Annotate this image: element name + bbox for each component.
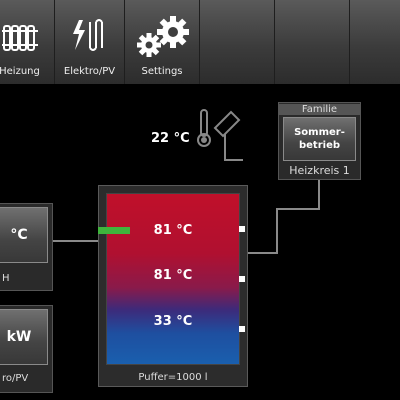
tab-heizung[interactable]: Heizung bbox=[0, 0, 55, 84]
gears-icon bbox=[137, 16, 189, 57]
tab-elektro-pv-label: Elektro/PV bbox=[63, 66, 116, 77]
pipe-left bbox=[53, 240, 98, 242]
tab-empty-3[interactable] bbox=[350, 0, 400, 84]
pipe-right-top bbox=[276, 208, 320, 210]
tank-port-middle bbox=[239, 276, 245, 282]
buffer-caption: Puffer=1000 l bbox=[138, 372, 208, 383]
heating-mode-button[interactable]: Sommer- betrieb bbox=[283, 117, 356, 161]
heating-circuit-group: Familie bbox=[278, 104, 361, 115]
buffer-temp-middle: 81 °C bbox=[153, 268, 193, 283]
electric-heater-icon bbox=[73, 19, 103, 51]
buffer-temp-bottom: 33 °C bbox=[153, 314, 193, 329]
tab-settings-label: Settings bbox=[141, 66, 183, 77]
sensor-indicator bbox=[98, 227, 130, 234]
left-device-2-value: kW bbox=[6, 329, 32, 345]
tab-empty-1[interactable] bbox=[200, 0, 275, 84]
left-device-2-label: ro/PV bbox=[2, 373, 29, 384]
buffer-temp-top: 81 °C bbox=[153, 223, 193, 238]
outdoor-temperature: 22 °C bbox=[151, 131, 190, 146]
pipe-right-v bbox=[276, 208, 278, 254]
buffer-tank bbox=[106, 193, 240, 365]
left-device-2-button[interactable]: kW bbox=[0, 309, 48, 365]
tab-heizung-label: Heizung bbox=[0, 66, 40, 77]
tab-empty-2[interactable] bbox=[275, 0, 350, 84]
tank-port-bottom bbox=[239, 326, 245, 332]
left-device-1-value: °C bbox=[10, 227, 28, 243]
pipe-to-heating bbox=[318, 180, 320, 210]
heating-circuit-name: Heizkreis 1 bbox=[289, 164, 350, 177]
top-tab-bar: Heizung Elektro/PV bbox=[0, 0, 400, 84]
tab-elektro-pv[interactable]: Elektro/PV bbox=[55, 0, 125, 84]
thermometer-solar-icon bbox=[197, 109, 243, 161]
tab-settings[interactable]: Settings bbox=[125, 0, 200, 84]
left-device-1-button[interactable]: °C bbox=[0, 207, 48, 263]
pipe-right-h bbox=[248, 252, 278, 254]
radiator-icon bbox=[2, 25, 38, 51]
tank-port-top bbox=[239, 226, 245, 232]
left-device-1-label: H bbox=[2, 273, 10, 284]
